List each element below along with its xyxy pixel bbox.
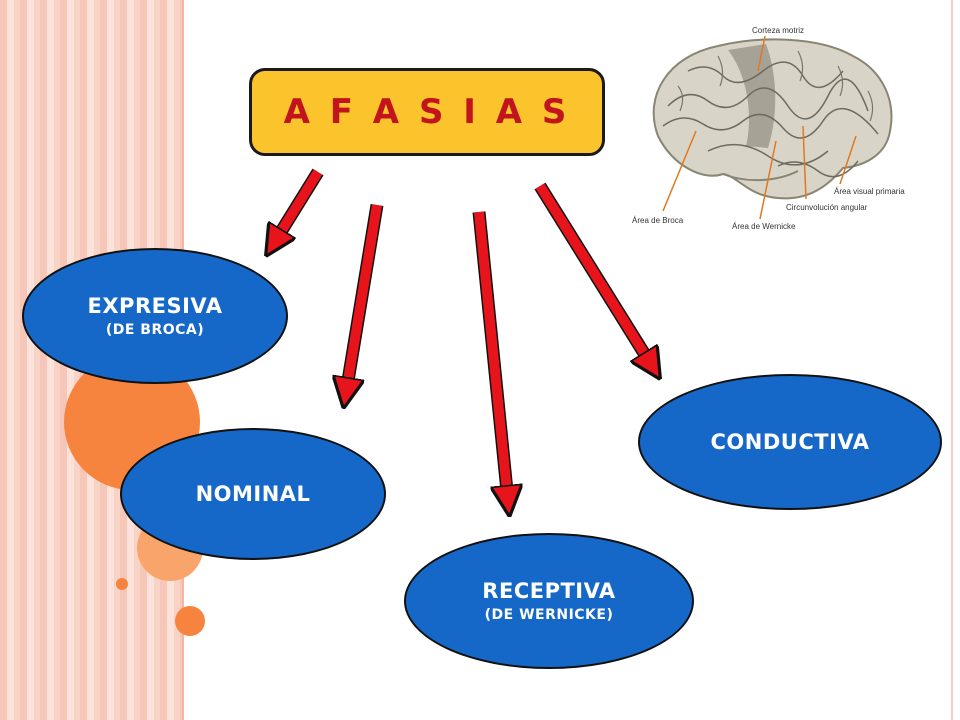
node-receptiva: RECEPTIVA (DE WERNICKE) (404, 533, 694, 669)
node-conductiva-label: CONDUCTIVA (710, 430, 870, 454)
label-area-visual: Área visual primaria (834, 187, 905, 196)
brain-image (652, 35, 893, 220)
arrow-to-nominal (346, 203, 384, 393)
arrow-to-receptiva (472, 211, 508, 501)
brain-illustration: Corteza motriz Área de Broca Área de Wer… (628, 16, 918, 241)
title-box: A F A S I A S (249, 68, 605, 156)
label-area-wernicke: Área de Wernicke (732, 222, 796, 231)
label-corteza-motriz: Corteza motriz (752, 26, 805, 35)
arrow-to-conductiva (534, 182, 652, 366)
arrow-to-expresiva (274, 168, 324, 243)
label-circunvolucion: Circunvolución angular (786, 203, 868, 212)
right-border-line (951, 0, 953, 720)
node-nominal: NOMINAL (120, 428, 386, 560)
node-expresiva: EXPRESIVA (DE BROCA) (22, 248, 288, 384)
node-expresiva-label: EXPRESIVA (87, 294, 223, 318)
node-nominal-label: NOMINAL (195, 482, 311, 506)
node-expresiva-sub: (DE BROCA) (105, 322, 205, 338)
node-receptiva-sub: (DE WERNICKE) (484, 607, 614, 623)
node-conductiva: CONDUCTIVA (638, 374, 942, 510)
decor-circle-small (175, 606, 205, 636)
diagram-title: A F A S I A S (283, 92, 571, 132)
decor-circle-tiny (116, 578, 128, 590)
label-area-broca: Área de Broca (632, 216, 684, 225)
node-receptiva-label: RECEPTIVA (482, 579, 616, 603)
